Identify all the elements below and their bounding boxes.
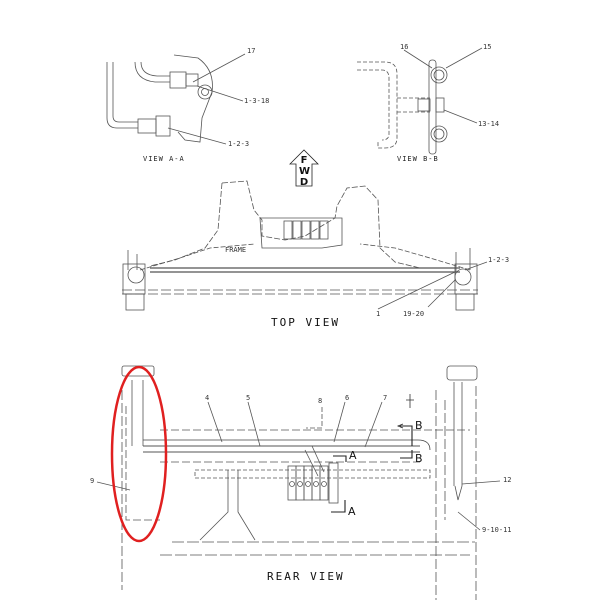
top-view-drawing	[122, 180, 488, 311]
callout-8: 8	[318, 397, 323, 405]
fwd-letter-w: W	[299, 166, 311, 177]
callout-17: 17	[247, 47, 256, 55]
callout-6: 6	[345, 394, 350, 402]
callout-13-14: 13-14	[478, 120, 500, 128]
fwd-arrow-outline	[289, 149, 319, 187]
callout-1-3-18: 1-3-18	[244, 97, 270, 105]
rear-view-drawing	[96, 365, 501, 600]
callout-16: 16	[400, 43, 409, 51]
highlight-ellipse	[110, 365, 168, 543]
callout-15: 15	[483, 43, 492, 51]
view-aa-drawing	[106, 53, 246, 145]
section-mark-b-top: B	[415, 419, 423, 432]
callout-4: 4	[205, 394, 210, 402]
section-mark-a-bottom: A	[348, 505, 356, 518]
fwd-letter-d: D	[299, 177, 309, 188]
section-mark-b-bottom: B	[415, 452, 423, 465]
caption-rear-view: REAR VIEW	[267, 570, 345, 583]
fwd-letter-f: F	[300, 155, 308, 166]
callout-19-20: 19-20	[403, 310, 425, 318]
callout-1: 1	[376, 310, 381, 318]
callout-9-10-11: 9-10-11	[482, 526, 512, 534]
callout-7: 7	[383, 394, 388, 402]
view-bb-drawing	[357, 61, 430, 149]
fwd-direction-arrow: F W D	[299, 155, 311, 188]
callout-12: 12	[503, 476, 512, 484]
caption-view-aa: VIEW A-A	[143, 155, 185, 163]
frame-label: FRAME	[225, 246, 247, 254]
callout-1-2-3-top: 1-2-3	[488, 256, 510, 264]
caption-view-bb: VIEW B-B	[397, 155, 439, 163]
callout-1-2-3-aa: 1-2-3	[228, 140, 250, 148]
callout-9: 9	[90, 477, 95, 485]
section-mark-a-top: A	[349, 449, 357, 462]
caption-top-view: TOP VIEW	[271, 316, 340, 329]
callout-5: 5	[246, 394, 251, 402]
